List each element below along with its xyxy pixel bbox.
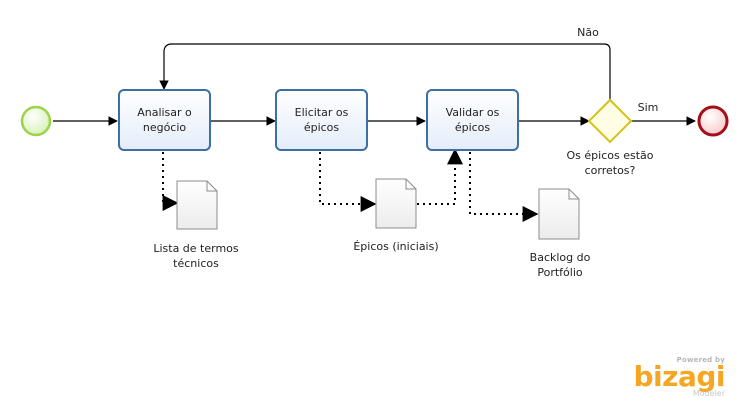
gateway-question-label: Os épicos estão corretos? — [566, 149, 654, 177]
flow-gateway-no-loop — [159, 43, 611, 100]
document-icon-lista-termos[interactable] — [176, 180, 218, 230]
task-validar-epicos-box[interactable] — [426, 89, 519, 151]
task-validar-epicos-label: Validar os épicos — [445, 106, 500, 134]
end-event[interactable] — [697, 105, 729, 137]
task-analisar-negocio-box[interactable] — [118, 89, 211, 151]
flow-yes-label: Sim — [637, 101, 659, 114]
brand-wordmark: bizagi — [633, 360, 726, 393]
association-task3-to-doc3 — [469, 152, 539, 222]
flow-no-label: Não — [577, 26, 599, 39]
bizagi-logo: Powered by bizagi Modeler — [633, 356, 726, 398]
association-doc2-to-task3 — [417, 148, 463, 205]
document-icon-backlog-portfolio[interactable] — [538, 188, 580, 240]
association-task1-to-doc1 — [162, 152, 179, 211]
task-analisar-negocio-label: Analisar o negócio — [137, 106, 192, 134]
powered-by-text: Powered by — [676, 356, 725, 364]
exclusive-gateway[interactable] — [587, 98, 633, 144]
association-task2-to-doc2 — [319, 152, 377, 212]
product-name: Modeler — [692, 389, 725, 398]
document-backlog-label: Backlog do Portfólio — [529, 251, 591, 279]
task-elicitar-epicos-box[interactable] — [275, 89, 368, 151]
task-elicitar-epicos-label: Elicitar os épicos — [294, 106, 349, 134]
document-epicos-iniciais-label: Épicos (iniciais) — [353, 240, 439, 253]
document-icon-epicos-iniciais[interactable] — [375, 178, 417, 229]
document-lista-termos-label: Lista de termos técnicos — [153, 242, 239, 270]
start-event[interactable] — [20, 105, 52, 137]
